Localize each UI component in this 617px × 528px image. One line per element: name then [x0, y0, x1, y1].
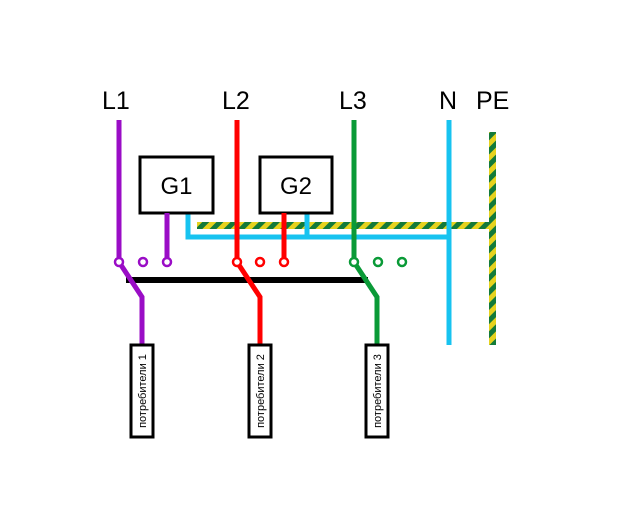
l2-contact-main	[231, 256, 243, 268]
n-branch-wire	[185, 213, 449, 240]
l3-switch-blade	[351, 260, 380, 345]
l1-contact-generator	[161, 256, 173, 268]
load-box-2	[247, 343, 273, 439]
l2-contact-middle	[254, 256, 266, 268]
l3-contact-main	[348, 256, 360, 268]
generator-g1	[138, 155, 215, 215]
bus-label-n: N	[439, 87, 457, 115]
l3-contact-middle	[372, 256, 384, 268]
l2-switch-blade	[234, 260, 263, 345]
bus-label-pe: PE	[476, 87, 509, 115]
generator-g1-label: G1	[160, 173, 192, 200]
generator-g2-label: G2	[280, 173, 312, 200]
l1-contact-main	[113, 256, 125, 268]
load-label-3: потребители 3	[372, 354, 384, 428]
bus-label-l1: L1	[102, 87, 130, 115]
pe-bus-wire	[489, 132, 496, 345]
load-label-2: потребители 2	[255, 354, 267, 428]
load-box-3	[364, 343, 390, 439]
l3-contact-generator	[396, 256, 408, 268]
pe-branch-wire	[197, 222, 495, 229]
generator-g2	[258, 155, 334, 215]
l1-contact-middle	[137, 256, 149, 268]
bus-label-l3: L3	[339, 87, 367, 115]
l2-contact-generator	[278, 256, 290, 268]
bus-label-l2: L2	[222, 87, 250, 115]
load-label-1: потребители 1	[137, 354, 149, 428]
l1-switch-blade	[116, 260, 145, 345]
load-box-1	[129, 343, 155, 439]
